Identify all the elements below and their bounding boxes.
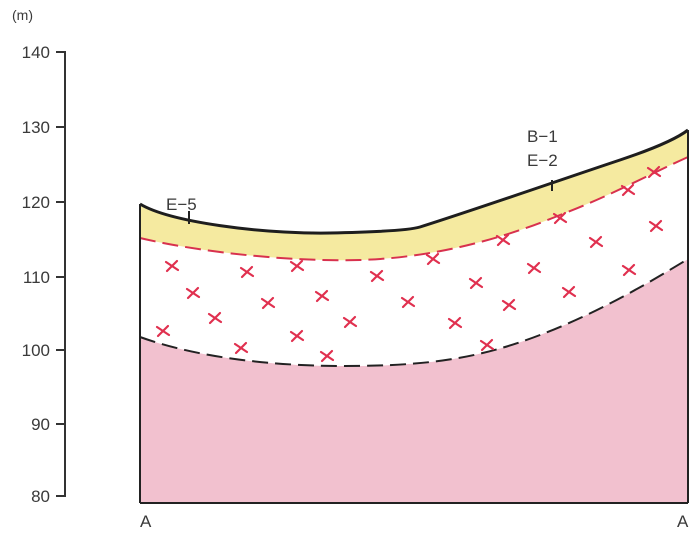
x-axis-left-label: A [140, 512, 152, 531]
y-tick-label: 130 [22, 118, 50, 137]
y-tick-label: 90 [31, 415, 50, 434]
y-tick-label: 140 [22, 43, 50, 62]
x-axis-right-label: A [677, 512, 689, 531]
borehole-label-b1: B−1 [527, 127, 558, 146]
y-tick-label: 100 [22, 341, 50, 360]
y-axis-unit: (m) [12, 7, 33, 23]
borehole-label-e5: E−5 [166, 195, 197, 214]
y-tick-label: 110 [23, 268, 50, 287]
y-tick-label: 120 [22, 193, 50, 212]
y-axis-ticks: 140 130 120 110 100 90 80 [22, 43, 66, 506]
y-tick-label: 80 [31, 487, 50, 506]
borehole-label-e2: E−2 [527, 151, 558, 170]
